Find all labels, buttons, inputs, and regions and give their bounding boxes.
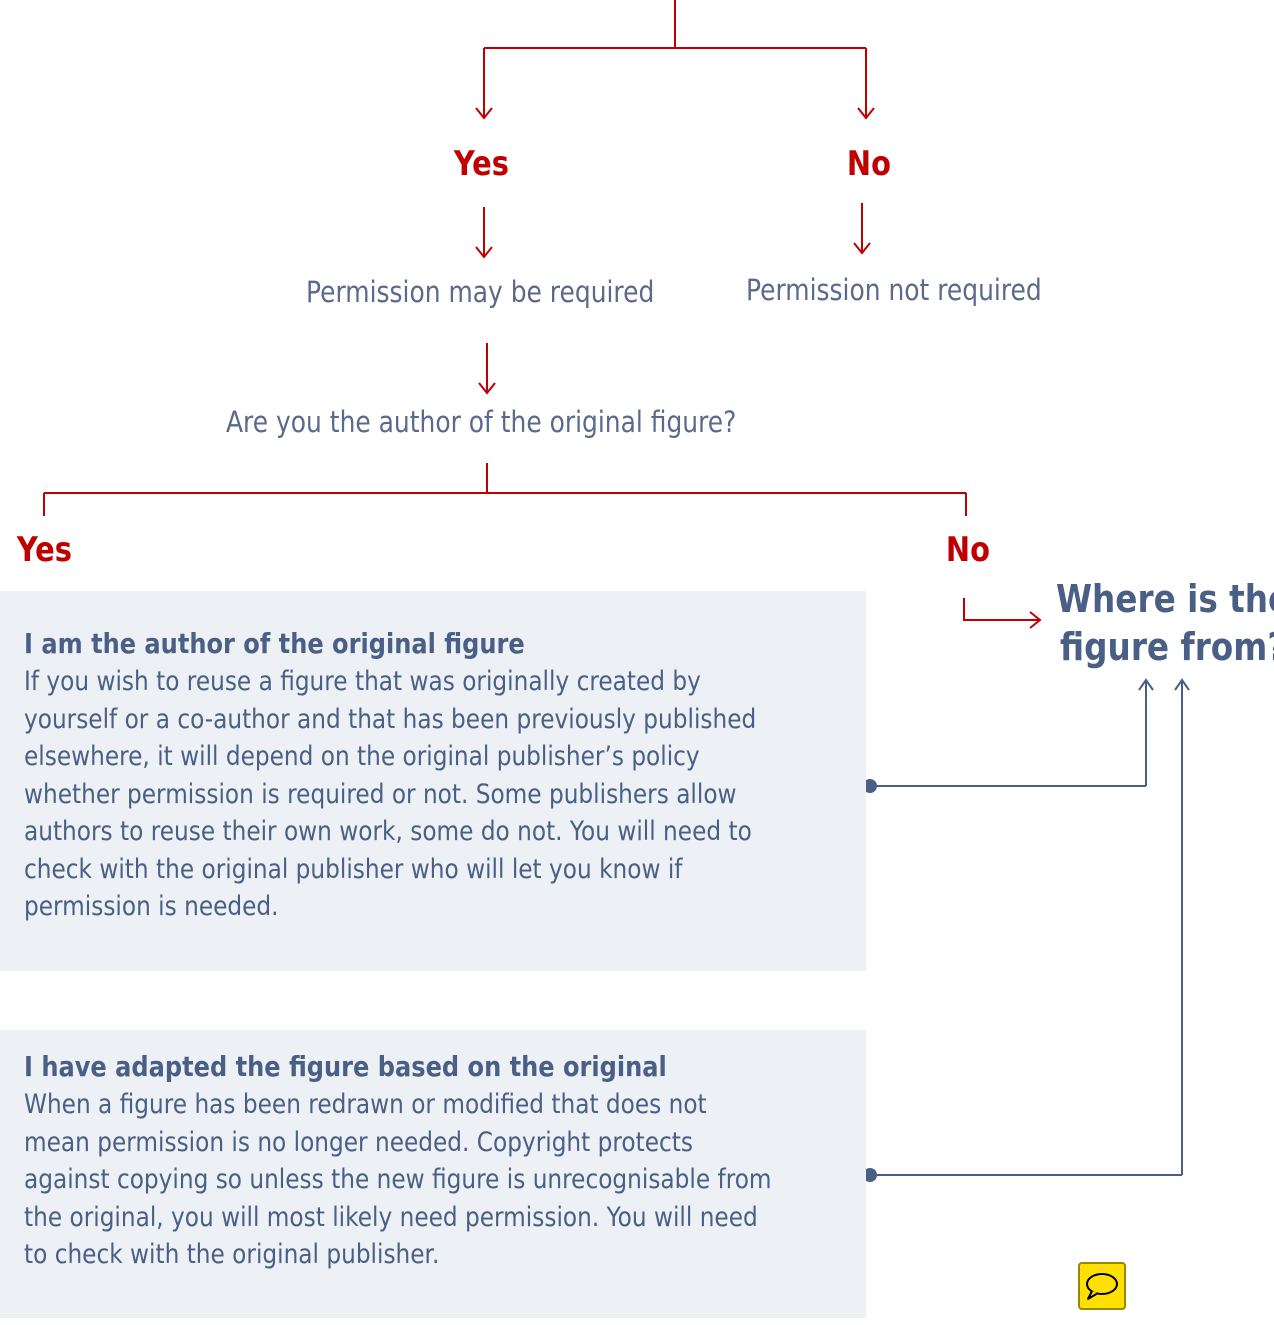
- adapted-card-line: mean permission is no longer needed. Cop…: [24, 1126, 693, 1158]
- author-card-line: elsewhere, it will depend on the origina…: [24, 741, 700, 772]
- adapted-card-title: I have adapted the figure based on the o…: [24, 1050, 667, 1083]
- author-card: I am the author of the original figure I…: [0, 591, 866, 971]
- adapted-card: I have adapted the figure based on the o…: [0, 1030, 866, 1318]
- where-figure-from-line1: Where is the: [1056, 577, 1274, 621]
- author-card-body: If you wish to reuse a figure that was o…: [24, 663, 850, 926]
- author-card-line: If you wish to reuse a figure that was o…: [24, 666, 701, 697]
- branch2-yes-label: Yes: [16, 530, 72, 570]
- adapted-card-line: to check with the original publisher.: [24, 1239, 440, 1270]
- adapted-card-line: the original, you will most likely need …: [24, 1201, 758, 1233]
- author-card-line: authors to reuse their own work, some do…: [24, 816, 752, 847]
- adapted-card-line: When a figure has been redrawn or modifi…: [24, 1089, 707, 1120]
- permission-not-required: Permission not required: [746, 273, 1042, 307]
- adapted-card-body: When a figure has been redrawn or modifi…: [24, 1086, 850, 1274]
- author-card-line: yourself or a co-author and that has bee…: [24, 703, 757, 735]
- branch2-no-label: No: [945, 530, 990, 570]
- adapted-card-line: against copying so unless the new figure…: [24, 1164, 772, 1195]
- author-card-line: permission is needed.: [24, 891, 279, 922]
- author-question: Are you the author of the original figur…: [226, 405, 737, 439]
- author-card-line: check with the original publisher who wi…: [24, 853, 683, 885]
- where-figure-from-question: Where is the figure from?: [1056, 575, 1274, 671]
- where-figure-from-line2: figure from?: [1059, 625, 1274, 669]
- author-card-title: I am the author of the original figure: [24, 627, 525, 660]
- author-card-line: whether permission is required or not. S…: [24, 778, 737, 810]
- permission-may-be-required: Permission may be required: [306, 275, 655, 309]
- branch1-yes-label: Yes: [453, 144, 509, 184]
- branch1-no-label: No: [846, 144, 891, 184]
- comment-icon[interactable]: [1078, 1262, 1126, 1310]
- comment-bubble-icon: [1086, 1273, 1118, 1300]
